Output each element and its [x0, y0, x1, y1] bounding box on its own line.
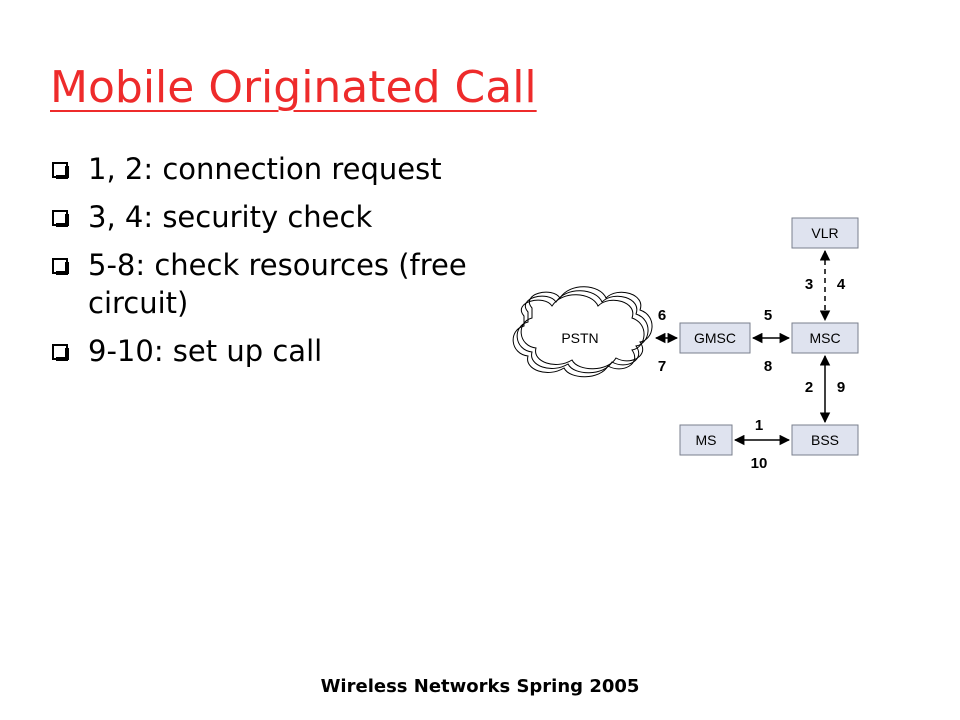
bullet-item: 3, 4: security check [52, 198, 472, 236]
node-label-bss: BSS [811, 432, 839, 448]
step-label-4: 4 [837, 276, 846, 293]
bullet-item: 9-10: set up call [52, 332, 472, 370]
bullet-item: 1, 2: connection request [52, 150, 472, 188]
node-label-vlr: VLR [811, 225, 838, 241]
step-label-9: 9 [837, 379, 845, 396]
checkbox-bullet-icon [52, 162, 69, 179]
pstn-cloud: PSTN [512, 286, 653, 378]
node-label-ms: MS [696, 432, 717, 448]
step-label-8: 8 [764, 358, 772, 375]
node-label-gmsc: GMSC [694, 330, 736, 346]
step-label-2: 2 [805, 379, 813, 396]
node-vlr: VLR [791, 217, 859, 249]
node-ms: MS [679, 424, 733, 456]
step-label-7: 7 [658, 358, 666, 375]
node-msc: MSC [791, 322, 859, 354]
bullet-list: 1, 2: connection request 3, 4: security … [52, 150, 472, 380]
checkbox-bullet-icon [52, 258, 69, 275]
bullet-text: 5-8: check resources (free circuit) [88, 248, 467, 320]
bullet-item: 5-8: check resources (free circuit) [52, 246, 472, 322]
node-label-msc: MSC [809, 330, 840, 346]
node-label-pstn: PSTN [561, 330, 598, 346]
step-label-10: 10 [751, 455, 768, 472]
checkbox-bullet-icon [52, 210, 69, 227]
step-label-5: 5 [764, 307, 772, 324]
step-label-1: 1 [755, 417, 763, 434]
step-label-3: 3 [805, 276, 813, 293]
node-gmsc: GMSC [679, 322, 751, 354]
slide-title: Mobile Originated Call [50, 62, 537, 113]
bullet-text: 1, 2: connection request [88, 152, 442, 186]
step-label-6: 6 [658, 307, 666, 324]
bullet-text: 9-10: set up call [88, 334, 323, 368]
bullet-text: 3, 4: security check [88, 200, 373, 234]
checkbox-bullet-icon [52, 344, 69, 361]
slide-footer: Wireless Networks Spring 2005 [320, 676, 640, 697]
node-bss: BSS [791, 424, 859, 456]
